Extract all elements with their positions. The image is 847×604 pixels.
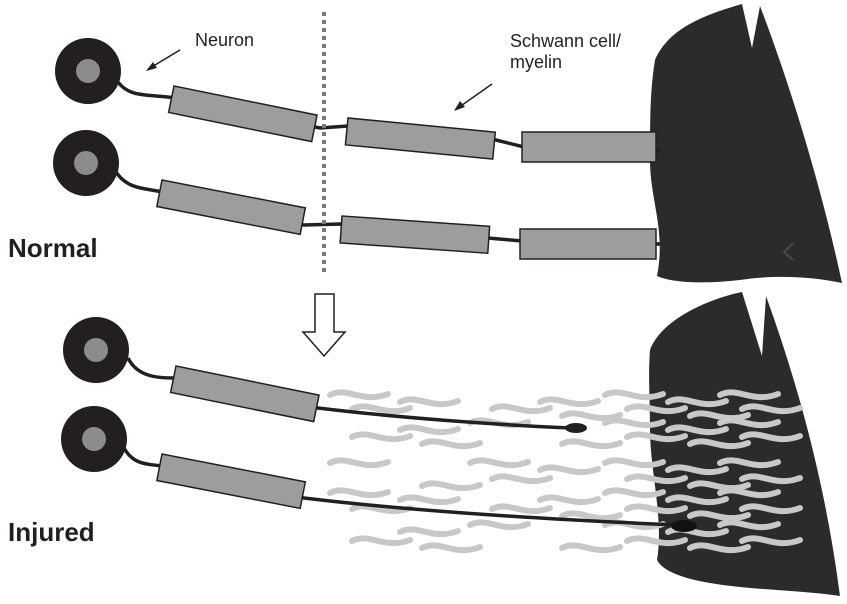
debris-strand [562, 545, 620, 550]
down-arrow-icon [303, 294, 345, 356]
debris-strand [562, 513, 620, 518]
myelin-segment [522, 132, 656, 162]
debris-strand [605, 490, 663, 495]
schwann-cell-label: Schwann cell/ [510, 31, 621, 52]
debris-strand [492, 506, 550, 511]
debris-strand [470, 522, 528, 527]
debris-strand [492, 406, 550, 411]
debris-strand [352, 406, 410, 411]
normal-panel [53, 4, 842, 283]
myelin-segment [171, 366, 319, 422]
debris-strand [562, 413, 620, 418]
debris-strand [540, 497, 598, 502]
growth-cone [671, 520, 697, 532]
debris-strand [562, 441, 620, 446]
injured-panel [61, 292, 840, 596]
debris-strand [330, 392, 388, 397]
neuron-cell-body [61, 406, 127, 472]
debris-strand [400, 529, 458, 534]
neuron-pointer-arrow [146, 50, 180, 71]
growth-cone [565, 423, 587, 433]
debris-strand [540, 399, 598, 404]
debris-strand [470, 460, 528, 465]
debris-strand [492, 476, 550, 481]
debris-strand [330, 460, 388, 465]
target-muscle-normal [650, 4, 842, 283]
myelin-segment [169, 86, 317, 142]
schwann-pointer-arrow [454, 84, 492, 111]
myelin-label: myelin [510, 52, 562, 73]
myelin-segment [340, 216, 490, 253]
neuron-cell-body [53, 130, 119, 196]
normal-label: Normal [8, 233, 98, 264]
neuron-cell-body [63, 317, 129, 383]
debris-strand [422, 441, 480, 446]
debris-strand [352, 434, 410, 439]
injured-label: Injured [8, 517, 95, 548]
debris-strand [400, 399, 458, 404]
myelin-segment [157, 454, 305, 508]
myelin-segment [157, 180, 305, 234]
debris-strand [400, 497, 458, 502]
neuron-label: Neuron [195, 30, 254, 51]
neuron-cell-body [55, 38, 121, 104]
myelin-segment [520, 229, 656, 259]
debris-strand [540, 467, 598, 472]
debris-strand [422, 483, 480, 488]
debris-strand [400, 427, 458, 432]
myelin-segment [345, 118, 495, 159]
debris-strand [330, 490, 388, 495]
debris-strand [352, 538, 410, 543]
debris-strand [422, 545, 480, 550]
